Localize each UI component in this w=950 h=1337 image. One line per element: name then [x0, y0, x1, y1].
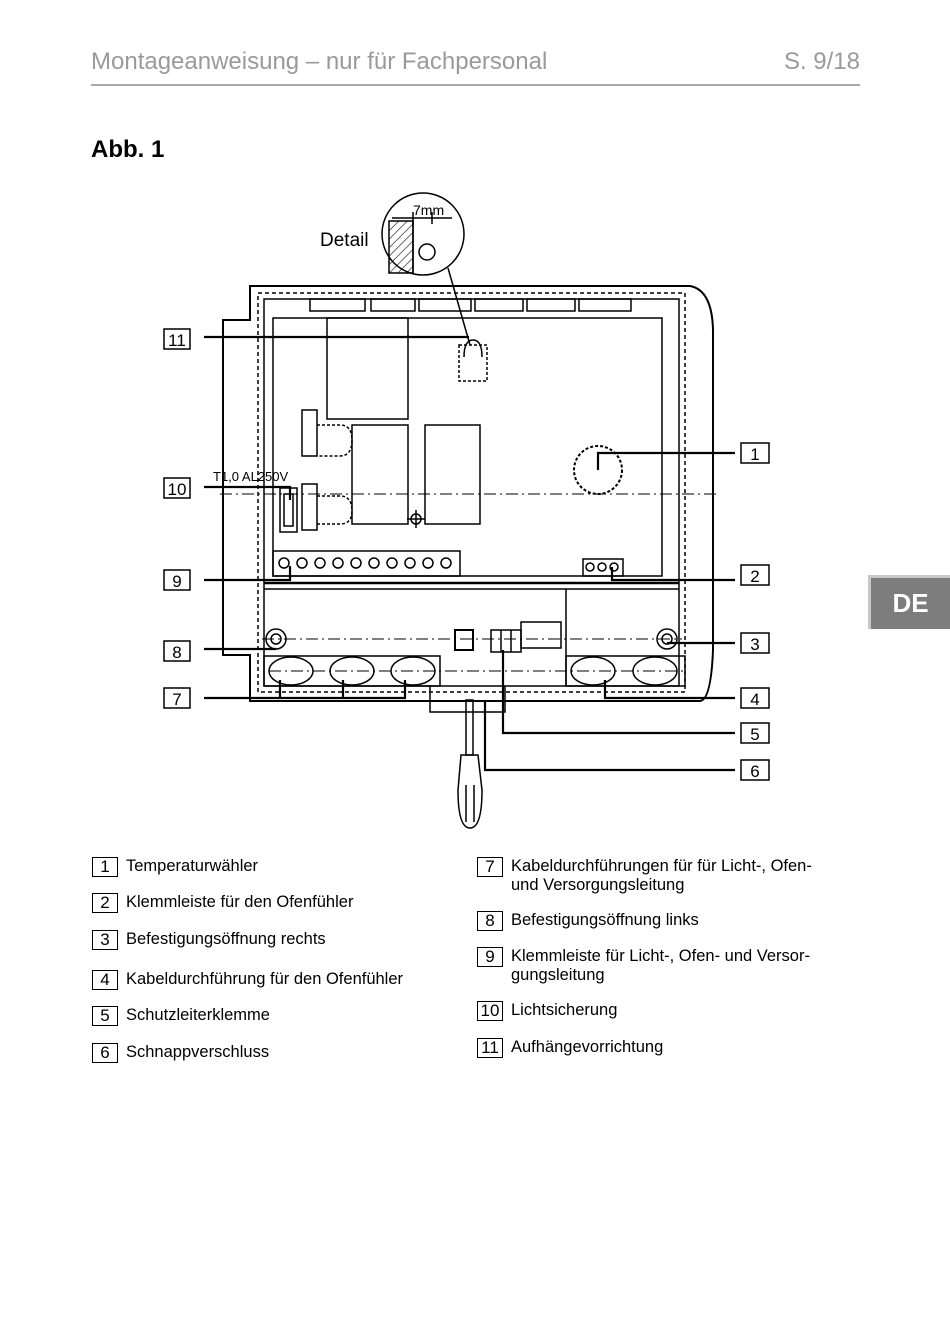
fuse-rating-label: T1,0 AL250V	[213, 469, 288, 484]
figure-title: Abb. 1	[91, 136, 165, 163]
callout-1: 1	[740, 442, 770, 464]
svg-text:1: 1	[750, 445, 759, 464]
svg-text:2: 2	[750, 567, 759, 586]
mounting-hole-right	[656, 628, 678, 650]
svg-text:11: 11	[168, 331, 186, 350]
terminal-strip-main	[272, 550, 461, 577]
page-number: S. 9/18	[783, 48, 860, 75]
callout-6: 6	[740, 759, 770, 781]
header-divider	[91, 84, 860, 86]
detail-label: Detail	[320, 230, 369, 251]
detail-callout	[381, 192, 471, 346]
svg-text:6: 6	[750, 762, 759, 781]
terminal-strip-sensor	[582, 558, 624, 577]
screwdriver	[457, 699, 483, 829]
circuit-board	[272, 317, 663, 577]
top-vents	[309, 298, 632, 312]
svg-text:7: 7	[172, 690, 181, 709]
terminal-holes	[278, 557, 452, 569]
language-tab: DE	[868, 575, 950, 629]
callout-2: 2	[740, 564, 770, 586]
housing-inner-dashed	[257, 292, 686, 693]
wiring-diagram: Detail 7mm T1,0 AL250V 11 10 9 8 7 1 2 3…	[163, 192, 770, 829]
callout-3: 3	[740, 632, 770, 654]
hanging-hook	[458, 344, 488, 382]
svg-text:9: 9	[172, 572, 181, 591]
svg-text:8: 8	[172, 643, 181, 662]
callout-11: 11	[163, 328, 191, 350]
detail-dimension: 7mm	[413, 202, 444, 218]
leader-lines	[204, 335, 735, 772]
callout-9: 9	[163, 569, 191, 591]
earth-terminal	[490, 629, 522, 653]
callout-boxes: 11 10 9 8 7 1 2 3 4 5 6	[163, 328, 770, 781]
header-title: Montageanweisung – nur für Fachpersonal	[91, 48, 548, 75]
svg-text:4: 4	[750, 690, 759, 709]
housing-outline	[222, 285, 714, 702]
callout-8: 8	[163, 640, 191, 662]
callout-10: 10	[163, 477, 191, 499]
callout-4: 4	[740, 687, 770, 709]
svg-text:3: 3	[750, 635, 759, 654]
svg-text:5: 5	[750, 725, 759, 744]
svg-text:10: 10	[168, 480, 187, 499]
callout-5: 5	[740, 722, 770, 744]
callout-7: 7	[163, 687, 191, 709]
